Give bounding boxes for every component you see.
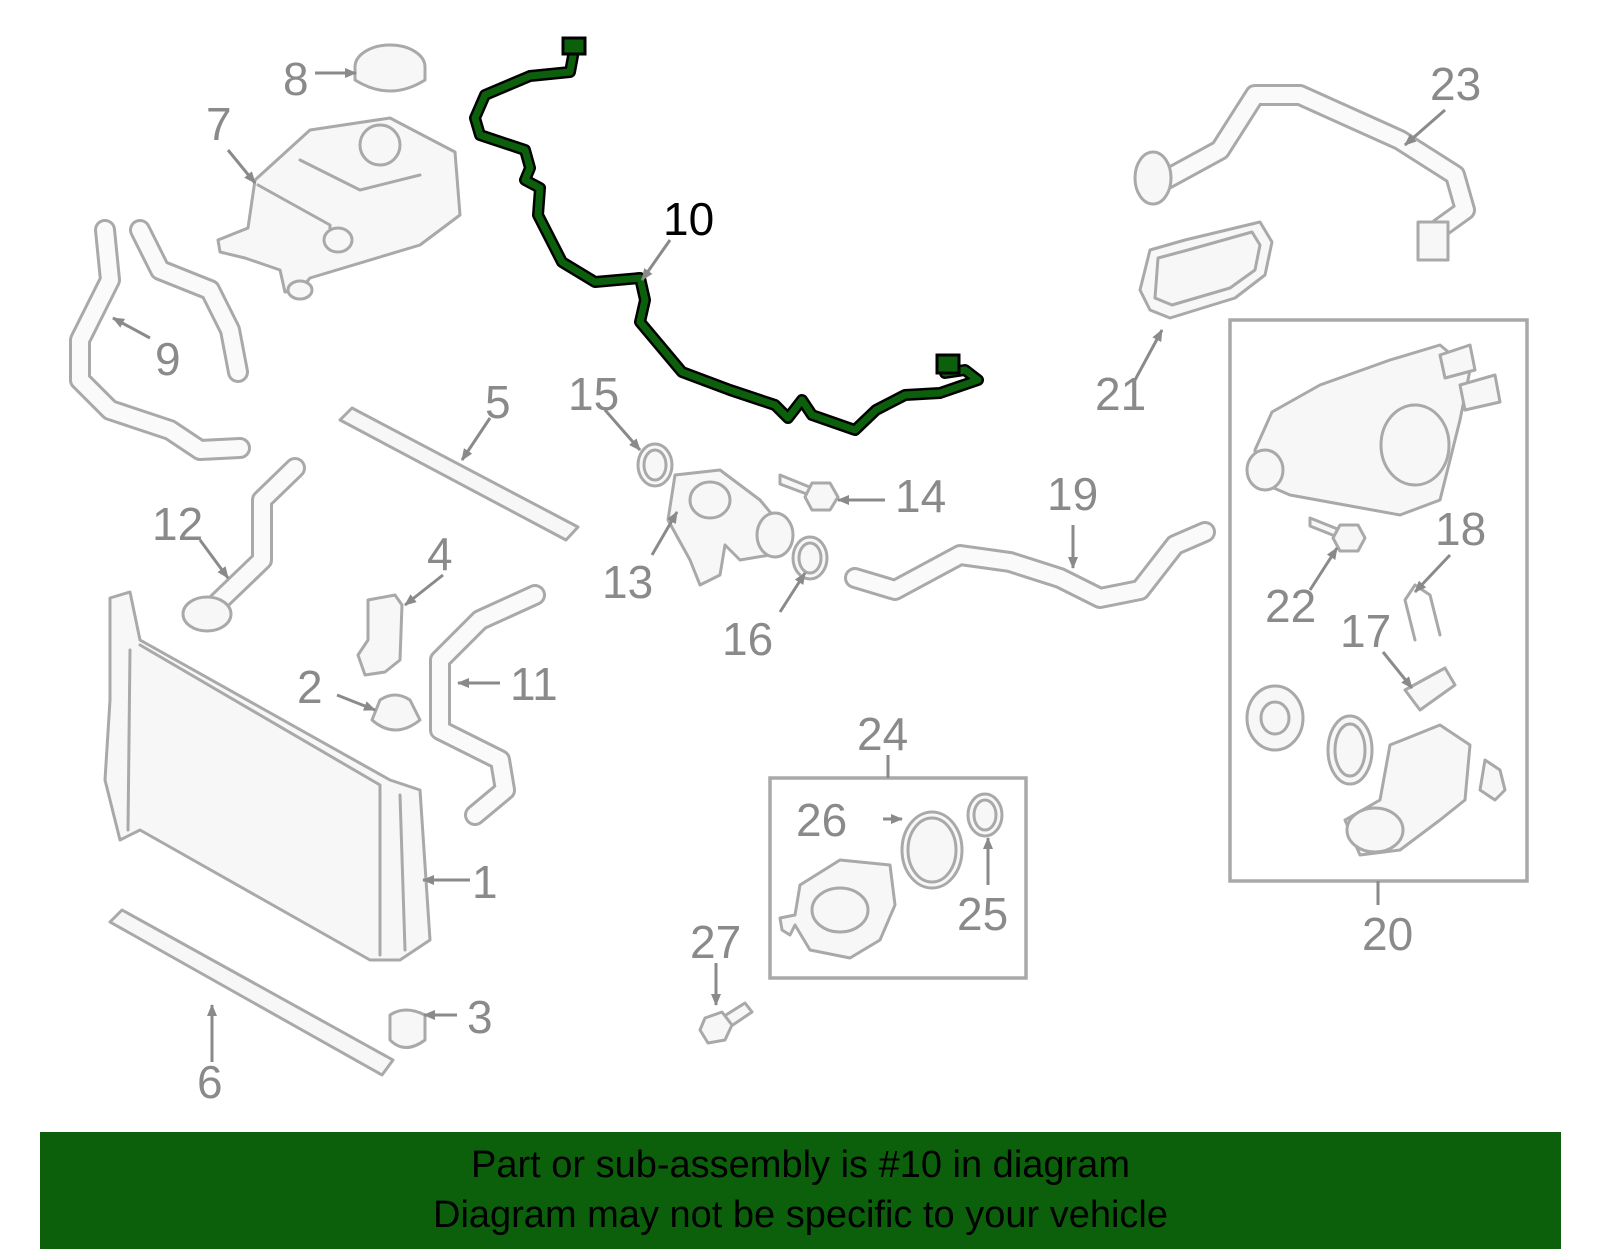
callout-13: 13 <box>602 556 653 608</box>
callout-21: 21 <box>1095 368 1146 420</box>
callout-20: 20 <box>1362 908 1413 960</box>
part-9-heater-hose[interactable] <box>69 219 251 461</box>
callout-24: 24 <box>857 708 908 760</box>
callout-10: 10 <box>663 193 714 245</box>
callout-15: 15 <box>568 368 619 420</box>
callout-27: 27 <box>690 916 741 968</box>
part-27-bolt[interactable] <box>698 1001 754 1045</box>
callout-18: 18 <box>1435 503 1486 555</box>
callout-11: 11 <box>510 658 558 710</box>
part-5-radiator-seal-upper[interactable] <box>338 406 580 542</box>
part-3-insulator[interactable] <box>388 1008 427 1049</box>
callout-25: 25 <box>957 888 1008 940</box>
callout-14: 14 <box>895 470 946 522</box>
part-25-o-ring[interactable] <box>966 792 1004 838</box>
callout-7: 7 <box>206 98 232 150</box>
part-6-radiator-seal-lower[interactable] <box>108 908 395 1077</box>
part-8-reservoir-cap[interactable] <box>353 43 427 93</box>
part-19-bypass-hose[interactable] <box>844 521 1216 609</box>
part-11-radiator-hose[interactable] <box>429 584 546 826</box>
callout-8: 8 <box>283 53 309 105</box>
part-23-coolant-hose[interactable] <box>1133 84 1476 262</box>
part-20-thermostat-housing-assembly[interactable] <box>1228 318 1529 883</box>
callout-17: 17 <box>1340 605 1391 657</box>
callout-26: 26 <box>796 794 847 846</box>
part-17-temperature-sensor[interactable] <box>1403 666 1457 712</box>
part-24-water-pump-assembly[interactable] <box>768 776 1028 980</box>
callout-5: 5 <box>485 376 511 428</box>
part-10-coolant-hose[interactable] <box>469 36 984 436</box>
callout-3: 3 <box>467 991 493 1043</box>
part-7-expansion-tank[interactable] <box>216 116 462 301</box>
callout-1: 1 <box>472 856 498 908</box>
part-4-bracket[interactable] <box>356 593 404 677</box>
banner-line-part: Part or sub-assembly is #10 in diagram <box>471 1144 1130 1186</box>
banner-line-disclaimer: Diagram may not be specific to your vehi… <box>433 1194 1168 1236</box>
callout-9: 9 <box>155 333 181 385</box>
callout-23: 23 <box>1430 58 1481 110</box>
callout-16: 16 <box>722 613 773 665</box>
callout-19: 19 <box>1047 468 1098 520</box>
info-banner: Part or sub-assembly is #10 in diagram D… <box>40 1132 1561 1249</box>
callout-4: 4 <box>427 528 453 580</box>
part-14-bolt[interactable] <box>778 473 840 512</box>
callout-22: 22 <box>1265 580 1316 632</box>
part-2-insulator[interactable] <box>370 693 422 732</box>
callout-2: 2 <box>297 661 323 713</box>
part-20-thermostat[interactable] <box>1245 684 1507 857</box>
callout-12: 12 <box>152 498 203 550</box>
part-1-radiator[interactable] <box>103 590 432 962</box>
part-13-water-outlet[interactable] <box>666 468 795 587</box>
part-16-o-ring[interactable] <box>791 535 829 581</box>
part-26-o-ring[interactable] <box>900 810 964 890</box>
part-15-o-ring[interactable] <box>636 442 674 488</box>
part-18-clip[interactable] <box>1403 583 1442 642</box>
part-21-gasket[interactable] <box>1138 220 1274 320</box>
callout-labels: 8 7 9 10 5 15 14 19 21 23 12 4 2 11 1 3 … <box>152 53 1486 1108</box>
part-12-radiator-hose[interactable] <box>181 457 306 633</box>
callout-arrows <box>112 68 1452 1062</box>
callout-6: 6 <box>197 1056 223 1108</box>
part-22-bolt[interactable] <box>1308 516 1367 553</box>
